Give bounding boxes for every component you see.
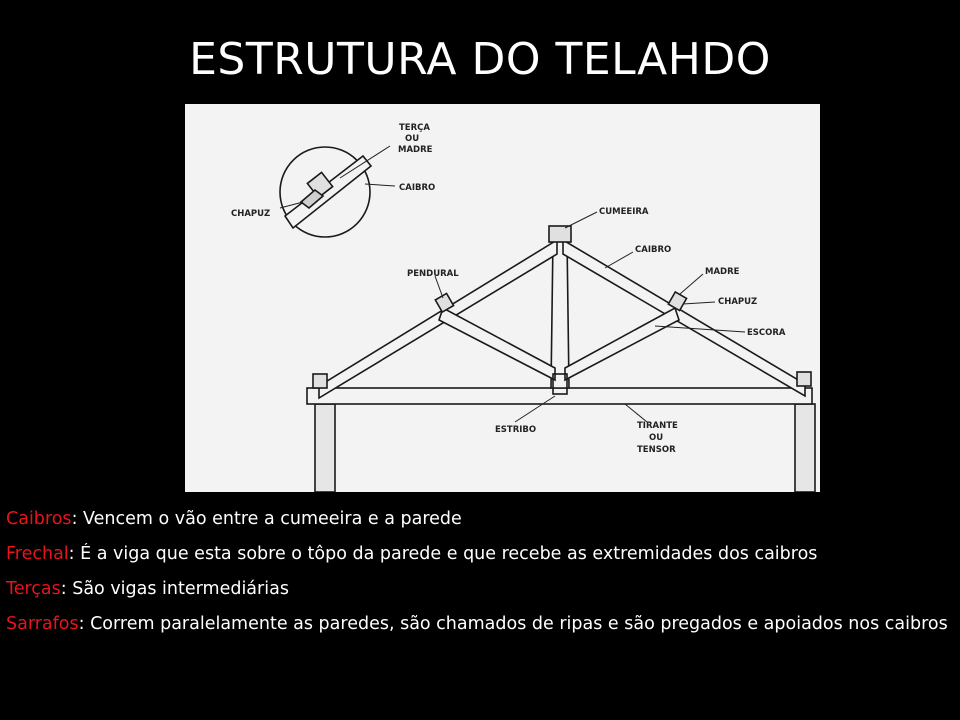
term: Terças <box>6 579 61 599</box>
detail-rafter <box>283 154 373 230</box>
king-post <box>550 237 570 389</box>
label-terca: TERÇA <box>399 123 430 133</box>
list-item: Sarrafos: Correm paralelamente as parede… <box>6 613 960 636</box>
right-purlin <box>667 290 688 312</box>
truss-drawing: TERÇA OU MADRE CAIBRO CHAPUZ CUMEEIRA CA… <box>231 123 816 492</box>
left-strut <box>438 306 556 382</box>
definition-list: Caibros: Vencem o vão entre a cumeeira e… <box>6 508 960 648</box>
right-rafter <box>562 238 806 398</box>
right-strut <box>564 306 680 382</box>
left-rafter <box>318 238 558 400</box>
term: Frechal <box>6 544 69 564</box>
term: Sarrafos <box>6 614 79 634</box>
label-cumeeira: CUMEEIRA <box>599 207 649 217</box>
label-chapuz-detail: CHAPUZ <box>231 209 270 219</box>
detail-cleat <box>299 188 325 210</box>
label-madre-detail: MADRE <box>398 145 433 155</box>
slide-title: ESTRUTURA DO TELAHDO <box>189 34 771 85</box>
roof-truss-diagram: TERÇA OU MADRE CAIBRO CHAPUZ CUMEEIRA CA… <box>185 104 820 492</box>
list-item: Terças: São vigas intermediárias <box>6 578 960 601</box>
label-caibro: CAIBRO <box>635 245 671 255</box>
definition: : Vencem o vão entre a cumeeira e a pare… <box>71 509 462 529</box>
list-item: Frechal: É a viga que esta sobre o tôpo … <box>6 543 960 566</box>
label-chapuz: CHAPUZ <box>718 297 757 307</box>
tie-beam <box>306 387 813 405</box>
label-escora: ESCORA <box>747 328 786 338</box>
label-estribo: ESTRIBO <box>495 425 536 435</box>
list-item: Caibros: Vencem o vão entre a cumeeira e… <box>6 508 960 531</box>
right-wall-plate <box>796 371 812 387</box>
definition: : São vigas intermediárias <box>60 579 289 599</box>
definition: : Correm paralelamente as paredes, são c… <box>78 614 948 634</box>
label-caibro-detail: CAIBRO <box>399 183 435 193</box>
ridge-beam <box>548 225 572 243</box>
label-tirante: TIRANTE <box>637 421 678 431</box>
label-madre: MADRE <box>705 267 740 277</box>
left-wall <box>314 403 336 492</box>
label-tensor: TENSOR <box>637 445 676 455</box>
label-ou-1: OU <box>405 134 419 144</box>
definition: : É a viga que esta sobre o tôpo da pare… <box>68 544 818 564</box>
label-ou-2: OU <box>649 433 663 443</box>
left-purlin <box>434 292 455 314</box>
left-wall-plate <box>312 373 328 389</box>
term: Caibros <box>6 509 72 529</box>
label-pendural: PENDURAL <box>407 269 459 279</box>
right-wall <box>794 403 816 492</box>
stirrup <box>552 373 568 395</box>
